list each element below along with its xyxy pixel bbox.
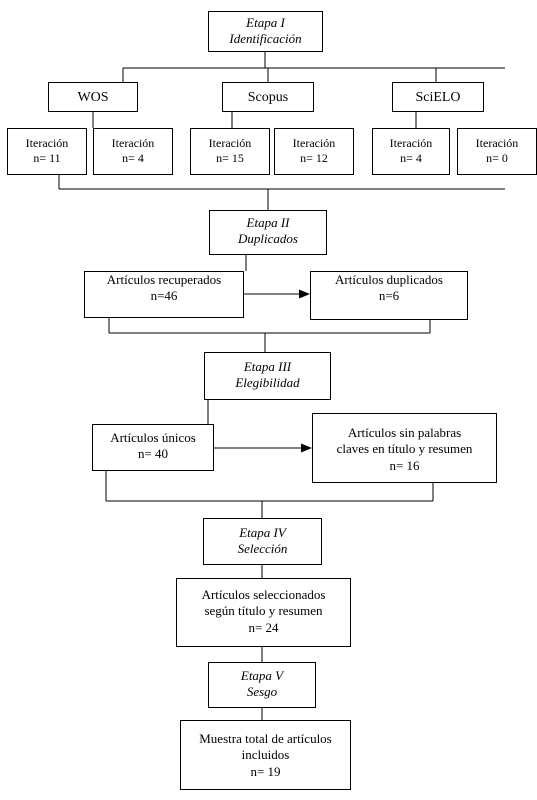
stage-2-subtitle: Duplicados: [238, 231, 298, 247]
database-box-scopus: Scopus: [222, 82, 314, 112]
iteration-count: n= 12: [300, 151, 328, 165]
no-keywords-label-2: claves en título y resumen: [336, 441, 473, 457]
final-sample-box: Muestra total de artículos incluidos n= …: [180, 720, 351, 790]
iteration-label: Iteración: [475, 136, 519, 150]
iteration-label: Iteración: [208, 136, 252, 150]
stage-4-title: Etapa IV: [239, 525, 286, 540]
unique-label: Artículos únicos: [110, 430, 196, 445]
database-box-wos: WOS: [48, 82, 138, 112]
stage-2-title: Etapa II: [246, 215, 290, 230]
stage-4-box: Etapa IV Selección: [203, 518, 322, 565]
database-name: Scopus: [247, 90, 289, 105]
no-keywords-count: n= 16: [389, 457, 420, 473]
connector-lines: [58, 52, 505, 720]
iteration-box-wos-1: Iteración n= 11: [7, 128, 87, 175]
stage-1-subtitle: Identificación: [229, 31, 302, 47]
final-label-2: incluidos: [241, 747, 290, 763]
selected-label-1: Artículos seleccionados: [201, 587, 326, 602]
iteration-count: n= 4: [400, 151, 422, 165]
stage-3-subtitle: Elegibilidad: [235, 375, 300, 391]
recovered-count: n=46: [150, 288, 178, 304]
stage-2-box: Etapa II Duplicados: [209, 210, 327, 255]
iteration-count: n= 4: [122, 151, 144, 165]
duplicate-articles-box: Artículos duplicados n=6: [310, 271, 468, 320]
iteration-count: n= 0: [486, 151, 508, 165]
duplicates-label: Artículos duplicados: [335, 272, 443, 287]
no-keywords-articles-box: Artículos sin palabras claves en título …: [312, 413, 497, 483]
final-count: n= 19: [250, 763, 281, 779]
recovered-articles-box: Artículos recuperados n=46: [84, 271, 244, 318]
iteration-count: n= 11: [33, 151, 61, 165]
stage-1-box: Etapa I Identificación: [208, 11, 323, 52]
selected-count: n= 24: [248, 619, 279, 635]
flow-diagram: Etapa I Identificación WOS Scopus SciELO…: [7, 11, 537, 790]
iteration-box-scopus-1: Iteración n= 15: [190, 128, 270, 175]
database-name: WOS: [77, 90, 109, 105]
iteration-box-scielo-2: Iteración n= 0: [457, 128, 537, 175]
selected-articles-box: Artículos seleccionados según título y r…: [176, 578, 351, 647]
unique-count: n= 40: [137, 446, 169, 462]
stage-5-box: Etapa V Sesgo: [208, 662, 316, 708]
iteration-count: n= 15: [216, 151, 244, 165]
iteration-box-wos-2: Iteración n= 4: [93, 128, 173, 175]
final-label-1: Muestra total de artículos: [199, 731, 332, 746]
iteration-label: Iteración: [111, 136, 155, 150]
iteration-label: Iteración: [292, 136, 336, 150]
stage-5-subtitle: Sesgo: [246, 684, 278, 700]
stage-3-title: Etapa III: [243, 359, 292, 374]
database-name: SciELO: [415, 90, 461, 105]
stage-1-title: Etapa I: [246, 15, 285, 30]
database-box-scielo: SciELO: [392, 82, 484, 112]
iteration-label: Iteración: [389, 136, 433, 150]
selected-label-2: según título y resumen: [204, 603, 323, 619]
iteration-box-scopus-2: Iteración n= 12: [274, 128, 354, 175]
iteration-label: Iteración: [25, 136, 69, 150]
recovered-label: Artículos recuperados: [106, 272, 222, 287]
unique-articles-box: Artículos únicos n= 40: [92, 424, 214, 471]
stage-4-subtitle: Selección: [237, 541, 288, 557]
iteration-box-scielo-1: Iteración n= 4: [372, 128, 450, 175]
stage-5-title: Etapa V: [240, 668, 284, 683]
no-keywords-label-1: Artículos sin palabras: [347, 425, 462, 440]
duplicates-count: n=6: [378, 288, 400, 304]
stage-3-box: Etapa III Elegibilidad: [204, 352, 331, 400]
